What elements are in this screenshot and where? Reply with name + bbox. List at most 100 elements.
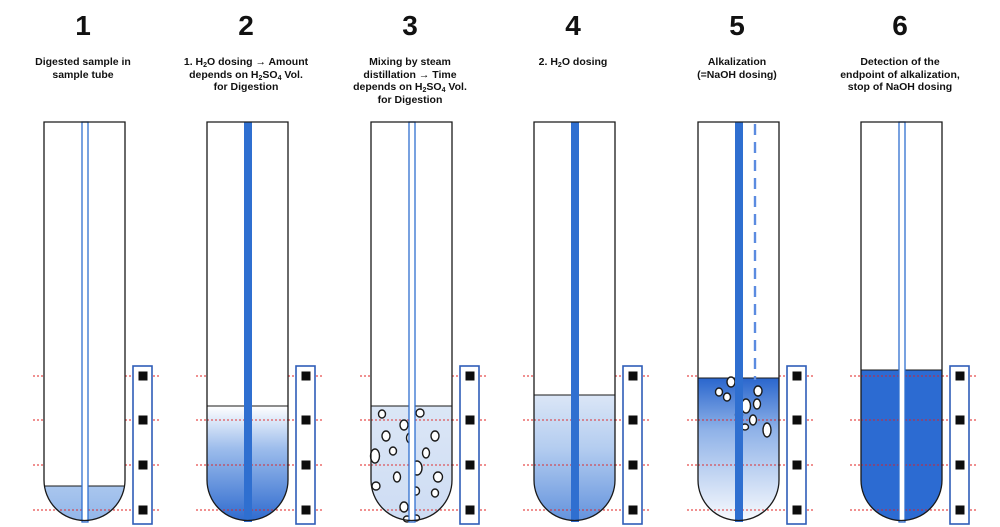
bubble [381, 430, 391, 442]
test-tube-illustration [360, 121, 488, 525]
step-number: 5 [729, 10, 745, 41]
tube-outline [533, 121, 616, 522]
caption-line: Alkalization [707, 56, 767, 68]
sensor-electrode [955, 505, 965, 515]
steam-tube [571, 122, 579, 522]
sensor-electrode [465, 460, 475, 470]
sensor-electrode [955, 415, 965, 425]
bubble [753, 385, 763, 397]
bubble [399, 419, 409, 431]
tube-outline [43, 121, 126, 522]
sensor-electrode [792, 371, 802, 381]
sensor-strip [786, 365, 807, 525]
sensor-electrode [138, 460, 148, 470]
sensor-electrode [628, 415, 638, 425]
sensor-electrode [628, 371, 638, 381]
tube-outline [206, 121, 289, 522]
bubble [430, 488, 440, 498]
steam-tube [408, 121, 416, 523]
steam-tube [244, 122, 252, 522]
sensor-strip [949, 365, 970, 525]
caption-line: 2. H2O dosing [538, 56, 608, 69]
caption-line: Digested sample in [35, 56, 131, 68]
sensor-electrode [138, 415, 148, 425]
bubble [392, 471, 402, 483]
caption-line: depends on H2SO4 Vol. [189, 68, 303, 82]
sensor-electrode [628, 505, 638, 515]
caption-line: depends on H2SO4 Vol. [353, 81, 467, 94]
bubble [415, 408, 425, 418]
sensor-electrode [465, 371, 475, 381]
bubble [388, 446, 398, 456]
bubble [421, 447, 431, 459]
step-number: 3 [402, 10, 418, 41]
caption-line: for Digestion [377, 93, 443, 106]
test-tube-illustration [196, 121, 324, 525]
sensor-electrode [301, 415, 311, 425]
caption-line: Mixing by steam [369, 56, 451, 68]
sensor-electrode [138, 505, 148, 515]
caption-line: (=NaOH dosing) [697, 68, 777, 81]
bubble [714, 387, 724, 397]
bubble [748, 414, 758, 426]
sensor-electrode [465, 415, 475, 425]
sensor-electrode [792, 505, 802, 515]
step-4: 4 2. H2O dosing [493, 0, 653, 527]
sensor-electrode [301, 505, 311, 515]
sensor-electrode [792, 460, 802, 470]
sensor-electrode [301, 460, 311, 470]
sensor-strip [459, 365, 480, 525]
sensor-electrode [792, 415, 802, 425]
tube-outline [697, 121, 780, 522]
sensor-electrode [955, 371, 965, 381]
test-tube-illustration [850, 121, 978, 525]
bubble [430, 430, 440, 442]
step-caption: 2. H2O dosing [493, 56, 653, 69]
caption-line: 1. H2O dosing → Amount [183, 56, 309, 69]
test-tube-illustration [687, 121, 815, 525]
steam-tube [735, 122, 743, 522]
sensor-electrode [138, 371, 148, 381]
caption-line: Detection of the [860, 56, 940, 68]
bubble [369, 448, 381, 464]
sensor-electrode [301, 371, 311, 381]
caption-line: distillation → Time [363, 68, 457, 81]
caption-line: sample tube [52, 68, 114, 81]
sensor-strip [132, 365, 153, 525]
tube-outline [860, 121, 943, 522]
sensor-electrode [955, 460, 965, 470]
bubble [399, 501, 409, 513]
bubble [752, 398, 762, 410]
step-number: 1 [75, 10, 91, 41]
caption-line: for Digestion [213, 81, 279, 93]
tube-outline [370, 121, 453, 522]
step-number: 2 [238, 10, 254, 41]
bubble [726, 376, 736, 388]
sensor-strip [622, 365, 643, 525]
step-number: 4 [565, 10, 581, 41]
steam-tube [898, 121, 906, 523]
bubble [722, 392, 732, 402]
step-number: 6 [892, 10, 908, 41]
sensor-strip [295, 365, 316, 525]
sensor-electrode [628, 460, 638, 470]
test-tube-illustration [523, 121, 651, 525]
bubble [762, 422, 772, 438]
caption-line: endpoint of alkalization, [840, 68, 960, 81]
caption-line: stop of NaOH dosing [847, 81, 953, 93]
test-tube-illustration [33, 121, 161, 525]
bubble [432, 471, 444, 483]
step-caption: Alkalization(=NaOH dosing) [657, 56, 817, 81]
sensor-electrode [465, 505, 475, 515]
bubble [371, 481, 381, 491]
bubble [377, 409, 387, 419]
steam-tube [81, 121, 89, 523]
